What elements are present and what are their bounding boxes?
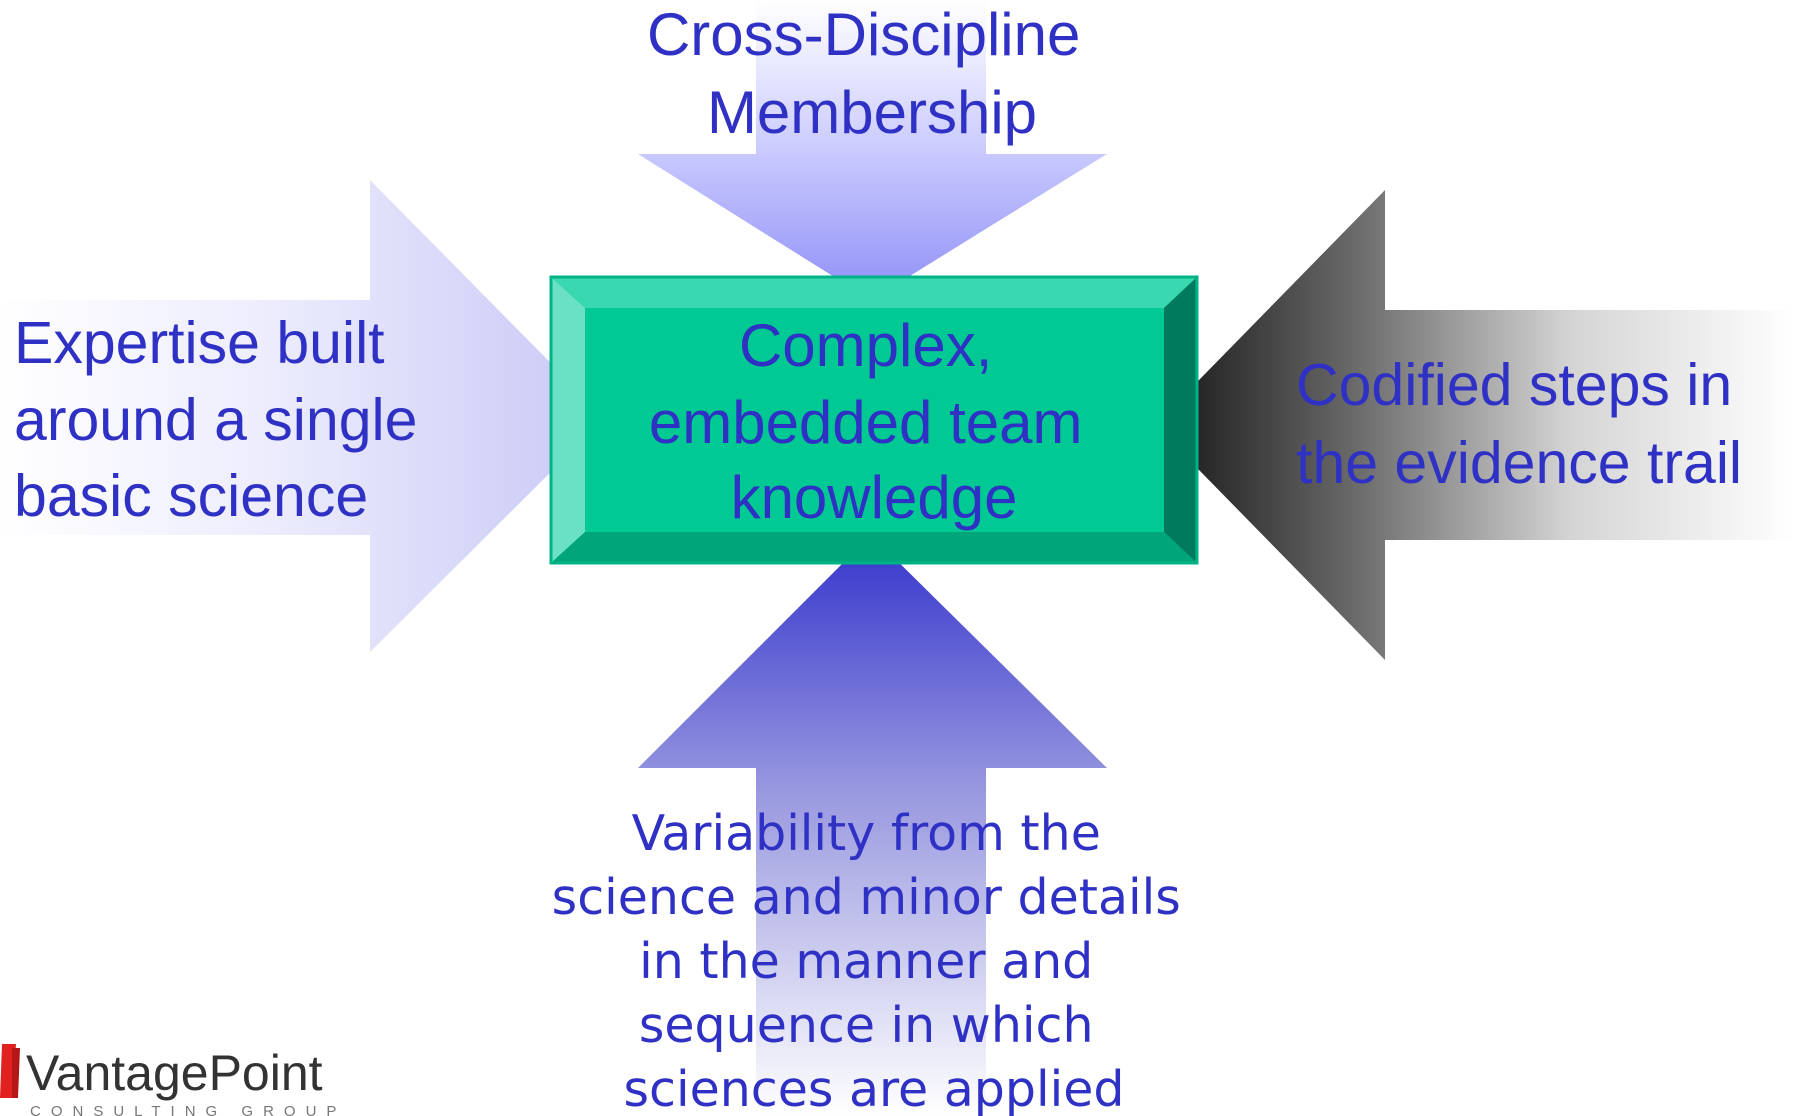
vantagepoint-logo: VantagePoint CONSULTING GROUP <box>0 1044 346 1116</box>
left-label-line: around a single <box>14 387 417 453</box>
left-arrow <box>0 180 605 652</box>
right-arrow <box>1155 190 1793 660</box>
bottom-label: Variability from the science and minor d… <box>552 805 1197 1116</box>
logo-name: VantagePoint <box>26 1045 323 1101</box>
center-line: knowledge <box>731 464 1018 531</box>
top-arrow <box>638 0 1107 300</box>
red-triangle-icon <box>0 1044 20 1098</box>
center-line: Complex, <box>739 312 992 379</box>
top-label: Cross-Discipline Membership <box>647 1 1097 146</box>
top-label-line: Cross-Discipline <box>647 1 1080 68</box>
bottom-label-line: Variability from the <box>632 805 1101 862</box>
bottom-label-line: sciences are applied <box>623 1061 1124 1116</box>
center-text: Complex, embedded team knowledge <box>649 312 1099 531</box>
bottom-label-line: in the manner and <box>639 933 1093 990</box>
bottom-label-line: sequence in which <box>639 997 1094 1054</box>
bottom-arrow <box>638 535 1107 1116</box>
logo-tagline: CONSULTING GROUP <box>30 1103 346 1116</box>
left-label-line: Expertise built <box>14 310 385 376</box>
right-label-line: the evidence trail <box>1296 430 1742 496</box>
bottom-label-line: science and minor details <box>552 869 1181 926</box>
right-label: Codified steps in the evidence trail <box>1296 352 1749 496</box>
left-label: Expertise built around a single basic sc… <box>14 310 434 529</box>
right-label-line: Codified steps in <box>1296 352 1732 418</box>
left-label-line: basic science <box>14 463 368 529</box>
center-box <box>549 275 1199 565</box>
center-line: embedded team <box>649 389 1083 456</box>
top-label-line: Membership <box>707 79 1037 146</box>
